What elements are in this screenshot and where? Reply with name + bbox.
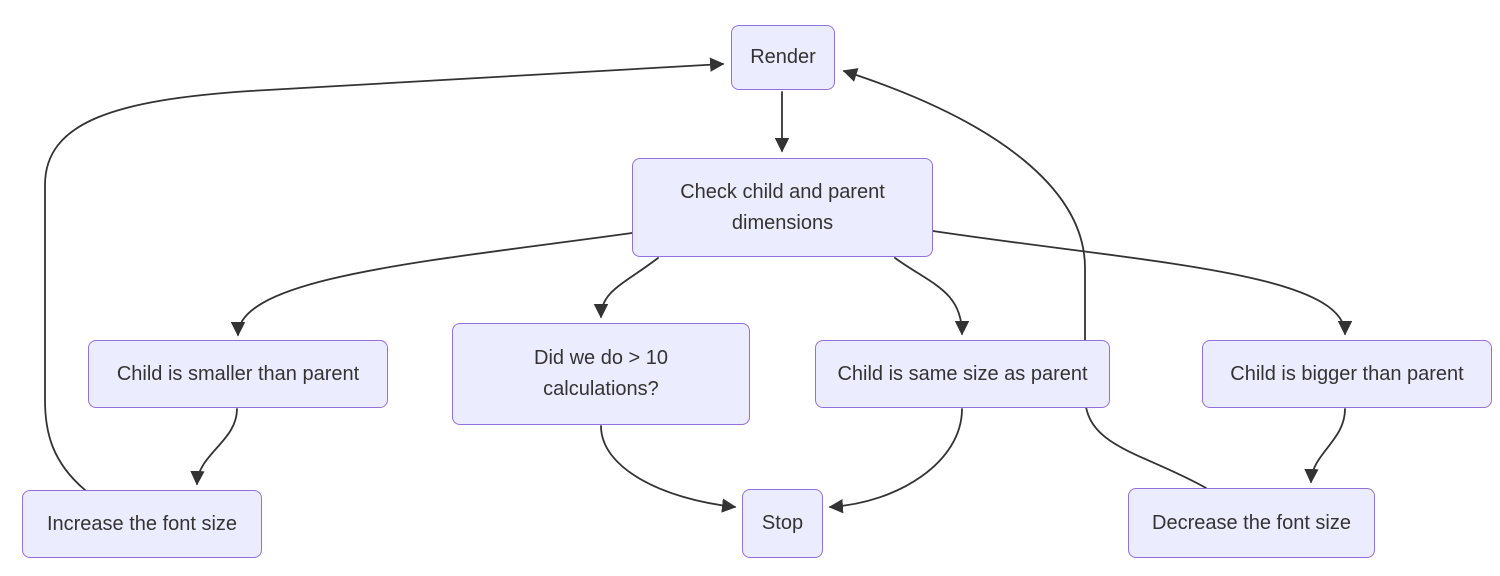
node-child-bigger-label: Child is bigger than parent bbox=[1230, 362, 1464, 385]
node-increase-font-label: Increase the font size bbox=[46, 512, 238, 535]
node-check-dimensions-label: Check child and parent dimensions bbox=[680, 180, 885, 234]
edge-check-to-calculations bbox=[593, 257, 659, 319]
node-calculations: Did we do > 10 calculations? bbox=[452, 323, 750, 425]
node-calculations-label: Did we do > 10 calculations? bbox=[534, 347, 668, 400]
node-increase-font: Increase the font size bbox=[22, 490, 262, 558]
edge-check-to-smaller bbox=[230, 232, 633, 337]
node-check-dimensions: Check child and parent dimensions bbox=[632, 158, 933, 257]
edge-increase-to-render bbox=[44, 57, 725, 491]
node-child-same: Child is same size as parent bbox=[815, 340, 1110, 408]
node-child-smaller-label: Child is smaller than parent bbox=[116, 362, 360, 385]
node-child-same-label: Child is same size as parent bbox=[837, 362, 1088, 385]
edge-smaller-to-increase bbox=[190, 408, 238, 486]
node-child-bigger: Child is bigger than parent bbox=[1202, 340, 1492, 408]
node-stop: Stop bbox=[742, 489, 823, 558]
edge-check-to-bigger bbox=[932, 230, 1353, 336]
node-render: Render bbox=[731, 25, 835, 90]
node-render-label: Render bbox=[750, 46, 816, 68]
edge-decrease-to-render bbox=[842, 68, 1207, 489]
edge-bigger-to-decrease bbox=[1304, 408, 1346, 484]
edge-same-to-stop bbox=[828, 408, 963, 514]
node-decrease-font: Decrease the font size bbox=[1128, 488, 1375, 558]
node-child-smaller: Child is smaller than parent bbox=[88, 340, 388, 408]
node-stop-label: Stop bbox=[761, 512, 804, 534]
edge-check-to-same bbox=[894, 257, 970, 336]
edge-calculations-to-stop bbox=[600, 425, 737, 513]
node-decrease-font-label: Decrease the font size bbox=[1152, 511, 1351, 534]
